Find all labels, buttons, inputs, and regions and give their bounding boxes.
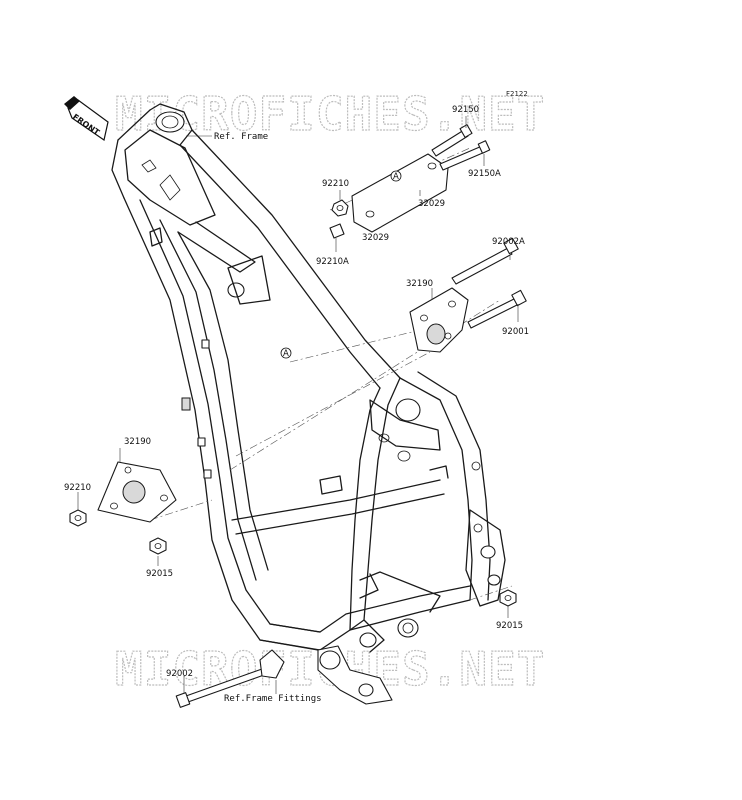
ref-frame-label: Ref. Frame xyxy=(214,132,268,142)
nut-92210-icon xyxy=(331,199,349,217)
nut-92210A-icon xyxy=(329,223,345,239)
part-labels: Ref. Frame 92150 92150A 92210 32029 3202… xyxy=(64,105,529,704)
label-92002A: 92002A xyxy=(492,237,525,247)
nut-92015-right-icon xyxy=(499,589,517,607)
label-32190-top: 32190 xyxy=(406,279,433,289)
label-92210A: 92210A xyxy=(316,257,349,267)
label-32029-a: 32029 xyxy=(418,199,445,209)
front-arrow-icon: FRONT xyxy=(64,96,109,141)
svg-text:A: A xyxy=(393,172,399,182)
label-32190-left: 32190 xyxy=(124,437,151,447)
watermark-top: MICROFICHES.NET xyxy=(115,87,545,141)
svg-text:A: A xyxy=(283,349,289,359)
bracket-32190-left xyxy=(97,461,177,523)
nut-92210-left-icon xyxy=(69,509,87,527)
bolt-92150-icon xyxy=(431,124,473,157)
label-92015-right: 92015 xyxy=(496,621,523,631)
bolt-92150A-icon xyxy=(439,140,491,171)
label-92150A: 92150A xyxy=(468,169,501,179)
leader-lines xyxy=(77,116,519,694)
label-92150: 92150 xyxy=(452,105,479,115)
label-92002: 92002 xyxy=(166,669,193,679)
diagram-code: F2122 xyxy=(506,90,528,98)
label-32029-b: 32029 xyxy=(362,233,389,243)
bolt-92002A-icon xyxy=(451,237,519,285)
label-92001: 92001 xyxy=(502,327,529,337)
marker-a-top: A xyxy=(390,170,402,182)
motorcycle-frame xyxy=(111,103,506,705)
bracket-32190-right xyxy=(409,287,469,353)
nut-92015-left-icon xyxy=(149,537,167,555)
marker-a-mid: A xyxy=(280,347,292,359)
bracket-32029 xyxy=(351,153,449,233)
label-92210-top: 92210 xyxy=(322,179,349,189)
bolt-92001-icon xyxy=(467,289,527,329)
frame-fitting xyxy=(259,649,285,679)
label-92210-left: 92210 xyxy=(64,483,91,493)
ref-frame-fittings-label: Ref.Frame Fittings xyxy=(224,694,322,704)
label-92015-left: 92015 xyxy=(146,569,173,579)
